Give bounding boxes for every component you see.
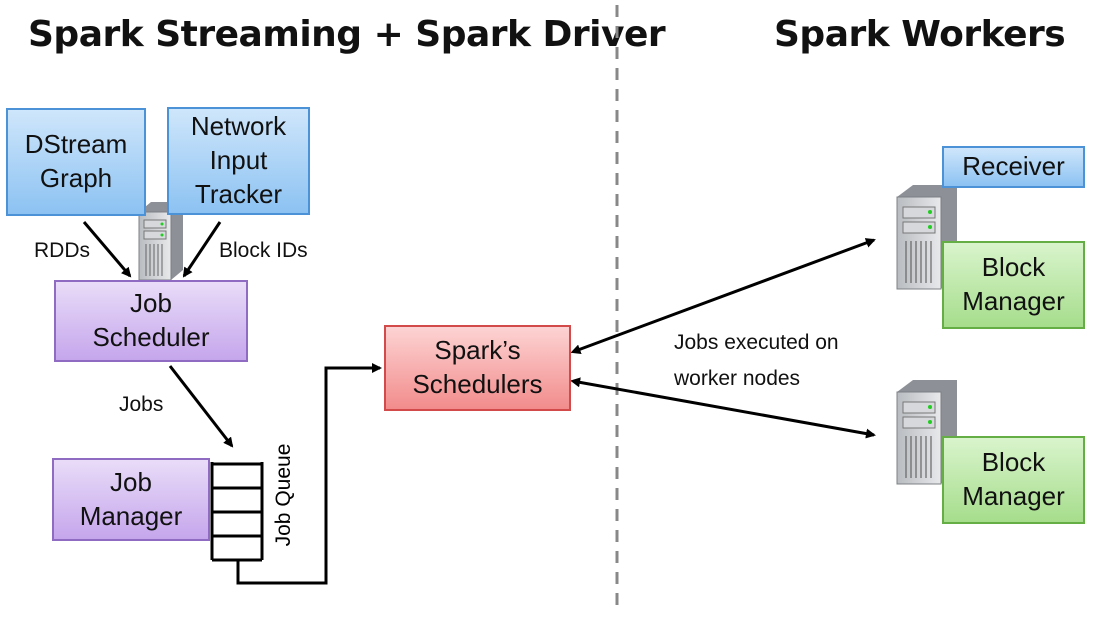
rdds-label: RDDs bbox=[34, 239, 90, 262]
block-ids-label: Block IDs bbox=[219, 239, 308, 262]
workers-section-title: Spark Workers bbox=[774, 14, 1066, 55]
job-manager-box: Job Manager bbox=[52, 458, 210, 541]
job-queue bbox=[210, 462, 264, 562]
job-queue-label: Job Queue bbox=[272, 443, 295, 547]
server-icon bbox=[138, 202, 183, 281]
block-manager-box-1: Block Manager bbox=[942, 241, 1085, 329]
schedulers-worker2-arrow bbox=[570, 377, 876, 439]
schedulers-worker1-arrow bbox=[570, 238, 876, 354]
block-ids-arrow bbox=[182, 221, 222, 278]
rdds-arrow bbox=[82, 221, 132, 278]
job-scheduler-box: Job Scheduler bbox=[54, 280, 248, 362]
jobs-label: Jobs bbox=[119, 393, 164, 416]
jobs-executed-label-line1: Jobs executed on bbox=[674, 331, 839, 354]
receiver-box: Receiver bbox=[942, 146, 1085, 188]
job-queue-label-wrap: Job Queue bbox=[268, 430, 300, 560]
driver-section-title: Spark Streaming + Spark Driver bbox=[28, 14, 666, 55]
sparks-schedulers-box: Spark’s Schedulers bbox=[384, 325, 571, 411]
dstream-graph-box: DStream Graph bbox=[6, 108, 146, 216]
queue-to-schedulers-arrow bbox=[236, 363, 382, 585]
jobs-arrow bbox=[168, 365, 234, 448]
block-manager-box-2: Block Manager bbox=[942, 436, 1085, 524]
server-icon bbox=[896, 185, 957, 290]
network-input-tracker-box: Network Input Tracker bbox=[167, 107, 310, 215]
jobs-executed-label-line2: worker nodes bbox=[674, 367, 801, 390]
